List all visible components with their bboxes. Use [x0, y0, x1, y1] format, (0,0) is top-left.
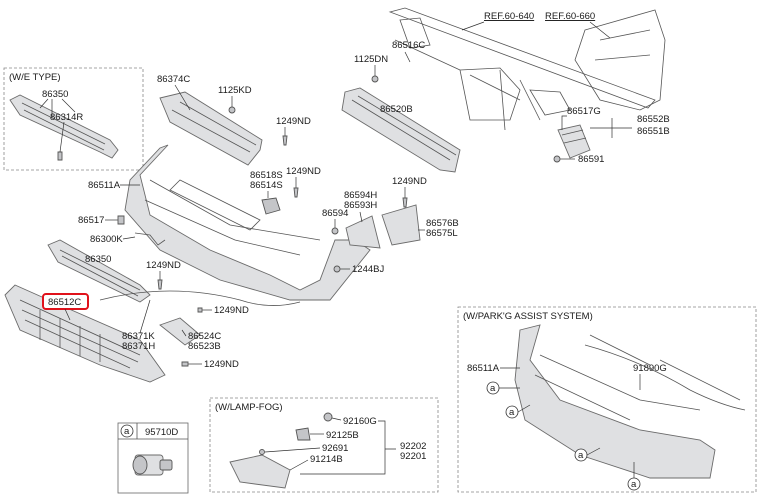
label-86374C: 86374C — [157, 74, 190, 85]
label-92201: 92201 — [400, 451, 426, 462]
label-86517: 86517 — [78, 215, 104, 226]
label-86300K: 86300K — [90, 234, 123, 245]
frame-parking-assist — [457, 306, 757, 493]
label-86593H: 86593H — [344, 200, 377, 211]
label-92202: 92202 — [400, 441, 426, 452]
side-cover-86593H-part — [345, 215, 381, 249]
side-cover-86575L-part — [381, 204, 421, 246]
label-86371H: 86371H — [122, 341, 155, 352]
label-1125DN: 1125DN — [354, 54, 388, 65]
label-86576B: 86576B — [426, 218, 459, 229]
label-1125KD: 1125KD — [218, 85, 252, 96]
label-92160G: 92160G — [343, 416, 377, 427]
label-86518S: 86518S — [250, 170, 283, 181]
callout-a-3: a — [578, 450, 584, 461]
label-1249ND-c: 1249ND — [392, 176, 427, 187]
callout-a-2: a — [509, 407, 515, 418]
label-1249ND-e: 1249ND — [214, 305, 249, 316]
frame-we-type — [3, 67, 144, 171]
frame-parking-assist-title: (W/PARK'G ASSIST SYSTEM) — [463, 311, 593, 322]
ref-60-640: REF.60-640 — [484, 11, 534, 22]
bumper-cover-part — [124, 144, 371, 301]
highlight-86512C — [42, 293, 89, 310]
lower-grille-86350-part — [47, 239, 151, 303]
side-bracket-86517G-part — [557, 124, 591, 159]
label-1249ND-b: 1249ND — [286, 166, 321, 177]
label-1249ND-d: 1249ND — [146, 260, 181, 271]
fog-bracket-86524C-part — [159, 317, 201, 346]
label-86514S: 86514S — [250, 180, 283, 191]
callout-a-1: a — [490, 383, 496, 394]
label-86350: 86350 — [85, 254, 111, 265]
fender-part — [574, 9, 666, 111]
frame-lamp-fog — [209, 397, 439, 493]
label-86594H: 86594H — [344, 190, 377, 201]
label-86551B: 86551B — [637, 126, 670, 137]
label-91214B: 91214B — [310, 454, 343, 465]
label-91890G: 91890G — [633, 363, 667, 374]
wire-86300K-part — [134, 232, 166, 246]
label-86350-we: 86350 — [42, 89, 68, 100]
pa-bumper-part — [514, 324, 746, 479]
pa-callouts: a a a a — [486, 381, 641, 491]
radiator-support-part — [388, 7, 656, 131]
label-86516C: 86516C — [392, 40, 425, 51]
fog-lamp-part — [229, 412, 333, 489]
label-86594: 86594 — [322, 208, 348, 219]
we-grille-part — [9, 94, 119, 161]
label-86512C: 86512C — [48, 297, 81, 308]
trim-strip-part — [99, 290, 301, 306]
label-86591: 86591 — [578, 154, 604, 165]
label-86523B: 86523B — [188, 341, 221, 352]
ref-60-660: REF.60-660 — [545, 11, 595, 22]
frame-lamp-fog-title: (W/LAMP-FOG) — [215, 402, 283, 413]
label-86520B: 86520B — [380, 104, 413, 115]
frame-sensor-box — [117, 422, 189, 494]
label-86524C: 86524C — [188, 331, 221, 342]
label-1249ND-a: 1249ND — [276, 116, 311, 127]
label-95710D: 95710D — [145, 427, 178, 438]
label-86511A-pa: 86511A — [467, 363, 500, 374]
label-86575L: 86575L — [426, 228, 458, 239]
label-86517G: 86517G — [567, 106, 601, 117]
label-86552B: 86552B — [637, 114, 670, 125]
callout-a-sensor: a — [124, 426, 130, 437]
callout-a-4: a — [631, 479, 637, 490]
label-1249ND-f: 1249ND — [204, 359, 239, 370]
label-86314R: 86314R — [50, 112, 83, 123]
label-92125B: 92125B — [326, 430, 359, 441]
absorber-86520B-part — [341, 87, 461, 173]
label-1244BJ: 1244BJ — [352, 264, 384, 275]
parking-sensor-part — [132, 454, 173, 476]
bracket-86374C-part — [159, 91, 263, 166]
frame-we-type-title: (W/E TYPE) — [9, 72, 61, 83]
bracket-86518S-part — [261, 197, 281, 215]
label-86371K: 86371K — [122, 331, 155, 342]
label-92691: 92691 — [322, 443, 348, 454]
label-86511A: 86511A — [88, 180, 121, 191]
